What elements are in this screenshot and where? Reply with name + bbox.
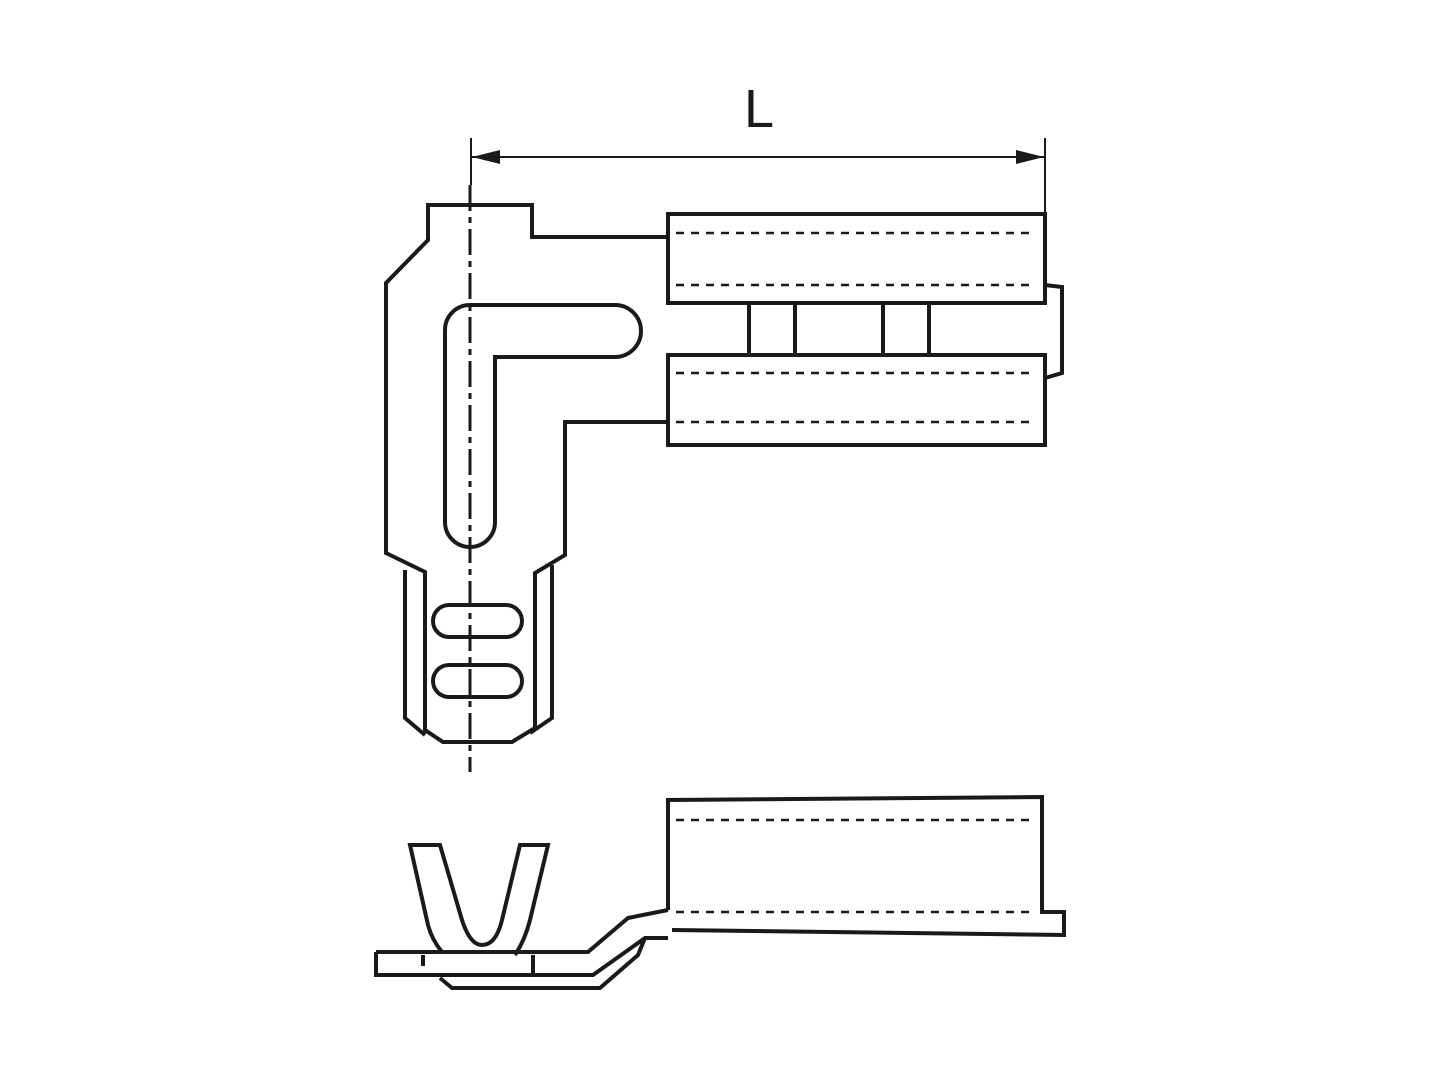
dimension-L (470, 138, 1046, 212)
barrel-lower (666, 353, 1047, 447)
barrel-side (666, 794, 1066, 938)
body-outline (384, 203, 668, 744)
l-slot (443, 303, 643, 549)
top-view (384, 185, 1064, 772)
barrel-upper (666, 212, 1047, 305)
v-tab (407, 843, 551, 957)
slot-1 (431, 603, 524, 639)
side-view (374, 794, 1066, 990)
dimension-label-L: L (744, 79, 775, 139)
slot-2 (431, 663, 524, 699)
